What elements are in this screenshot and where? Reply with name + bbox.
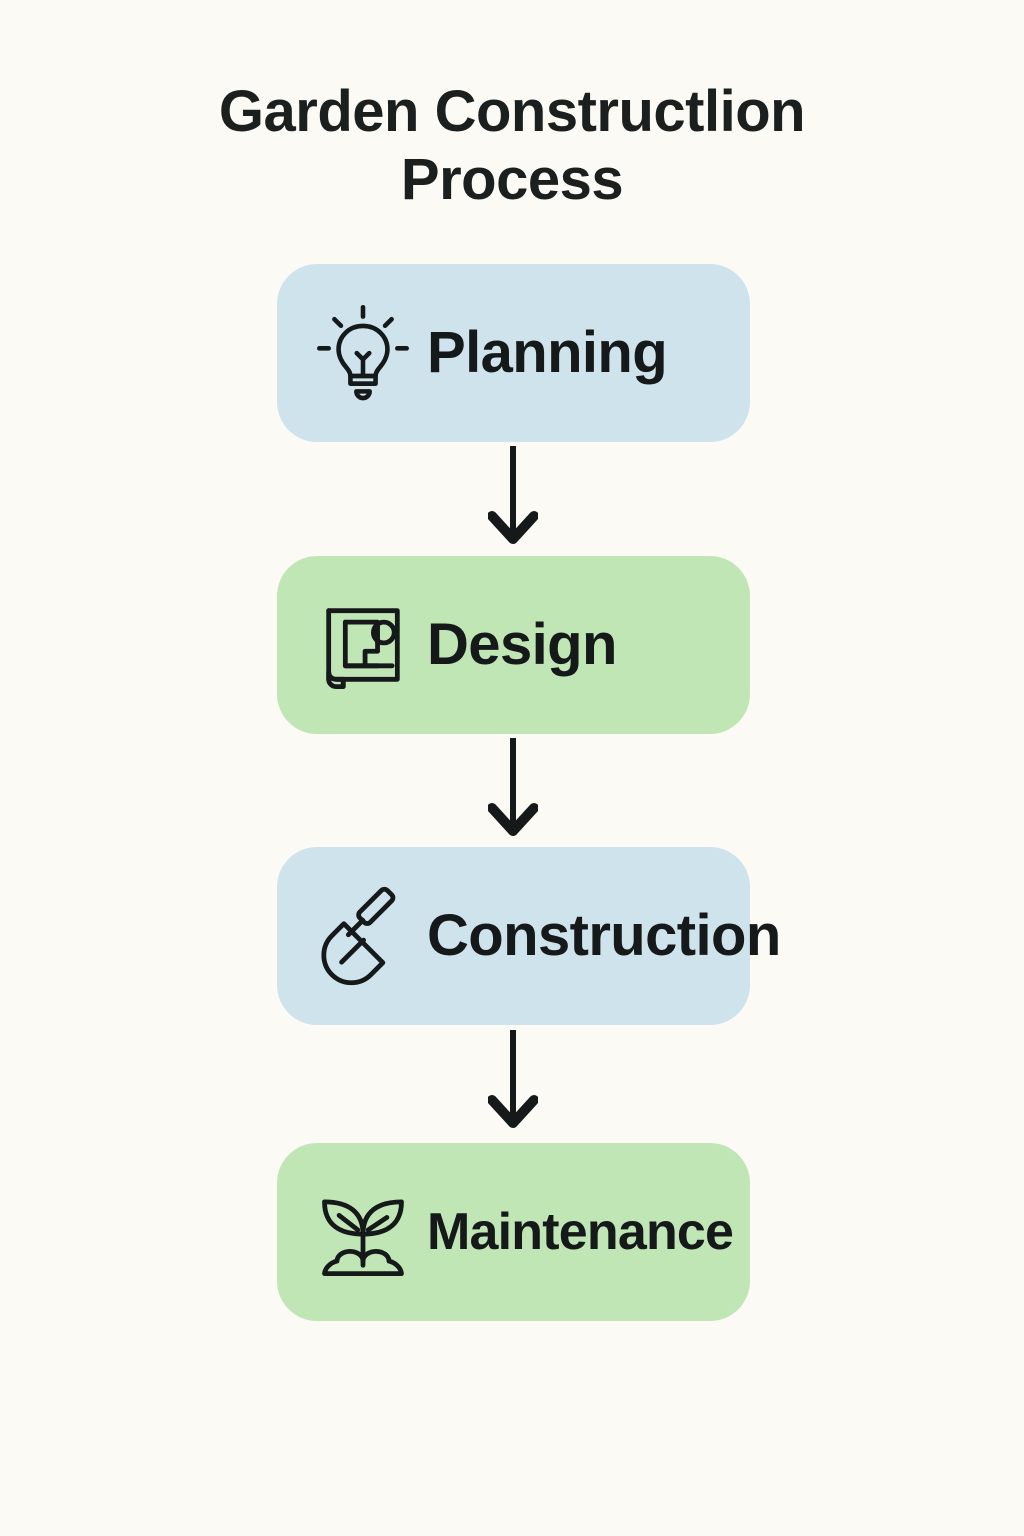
flow-step-label: Design [427,612,617,677]
flow-step-design[interactable]: Design [277,556,750,734]
flow-step-label: Maintenance [427,1203,734,1261]
shovel-icon [307,880,419,992]
arrow-design-to-construction [488,736,538,846]
arrow-construction-to-maintenance [488,1028,538,1138]
flow-step-planning[interactable]: Planning [277,264,750,442]
page-title: Garden Constructlion Process [218,79,806,213]
lightbulb-icon [307,297,419,409]
blueprint-icon [307,589,419,701]
arrow-planning-to-design [488,444,538,554]
flow-step-label: Planning [427,320,668,385]
flow-step-construction[interactable]: Construction [277,847,781,1025]
sprout-icon [307,1176,419,1288]
flow-step-maintenance[interactable]: Maintenance [277,1143,750,1321]
flow-step-label: Construction [427,903,781,968]
